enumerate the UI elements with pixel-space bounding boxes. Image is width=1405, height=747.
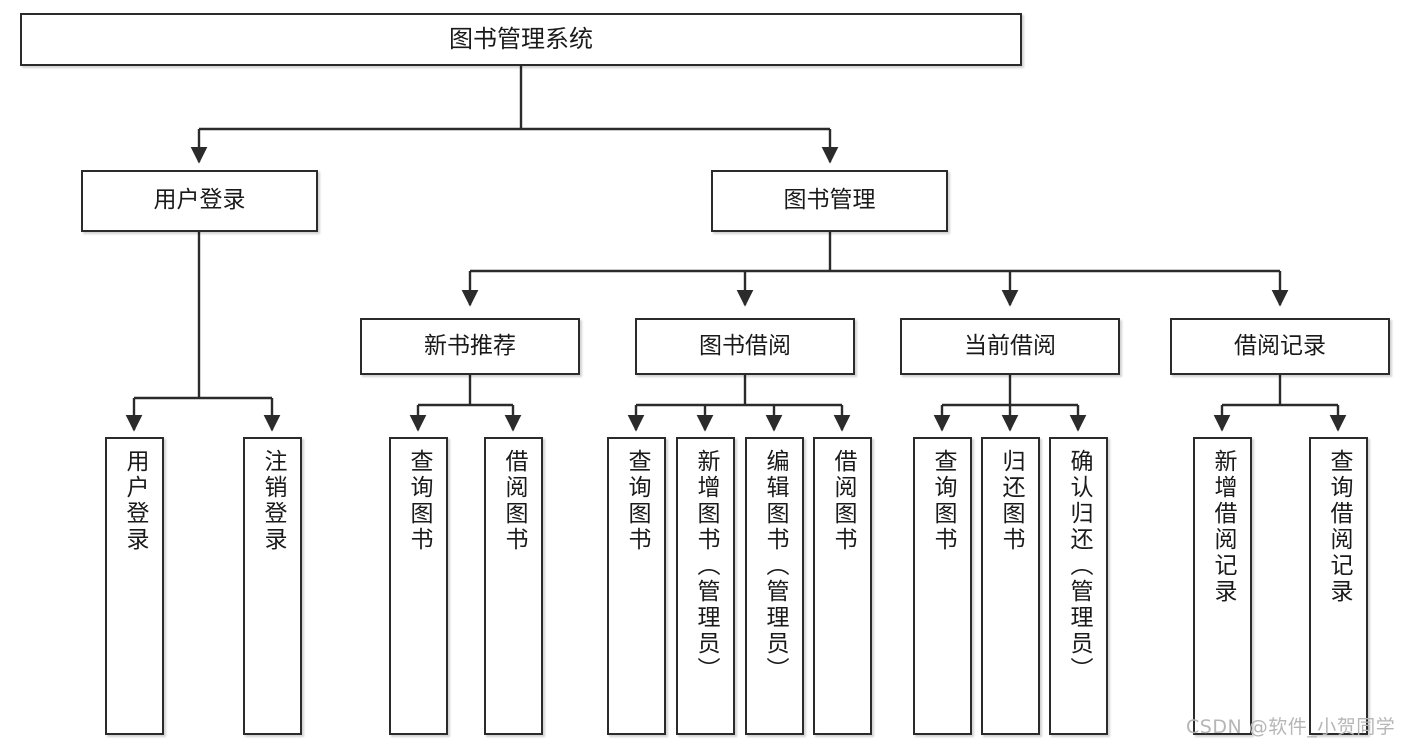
node-root[interactable]: 图书管理系统: [20, 13, 1022, 66]
leaf-new-book-query-label: 查询图书: [406, 449, 432, 553]
leaf-record-query[interactable]: 查询借阅记录: [1309, 437, 1368, 735]
node-book-management-label: 图书管理: [783, 187, 876, 214]
leaf-borrow-add-book-label: 新增图书（管理员）: [693, 449, 719, 683]
leaf-new-book-borrow[interactable]: 借阅图书: [484, 437, 543, 735]
node-borrow-record-label: 借阅记录: [1234, 332, 1326, 359]
leaf-borrow-borrow-book-label: 借阅图书: [830, 449, 856, 553]
leaf-borrow-query-book[interactable]: 查询图书: [607, 437, 666, 735]
node-user-login-label: 用户登录: [153, 187, 246, 214]
leaf-record-add[interactable]: 新增借阅记录: [1193, 437, 1252, 735]
leaf-current-confirm-return-label: 确认归还（管理员）: [1066, 449, 1092, 683]
leaf-record-add-label: 新增借阅记录: [1210, 449, 1236, 605]
leaf-current-query-book[interactable]: 查询图书: [913, 437, 972, 735]
leaf-borrow-borrow-book[interactable]: 借阅图书: [813, 437, 872, 735]
leaf-borrow-edit-book-label: 编辑图书（管理员）: [762, 449, 788, 683]
leaf-record-query-label: 查询借阅记录: [1326, 449, 1352, 605]
node-borrow-record[interactable]: 借阅记录: [1170, 318, 1390, 375]
leaf-user-login-signin[interactable]: 用户登录: [105, 437, 164, 735]
leaf-current-return-book-label: 归还图书: [998, 449, 1024, 553]
node-new-book-recommend-label: 新书推荐: [424, 332, 516, 359]
leaf-current-return-book[interactable]: 归还图书: [981, 437, 1040, 735]
leaf-user-login-signout[interactable]: 注销登录: [243, 437, 302, 735]
leaf-current-query-book-label: 查询图书: [930, 449, 956, 553]
leaf-user-login-signout-label: 注销登录: [260, 449, 286, 553]
leaf-borrow-query-book-label: 查询图书: [624, 449, 650, 553]
leaf-borrow-edit-book[interactable]: 编辑图书（管理员）: [745, 437, 804, 735]
leaf-new-book-borrow-label: 借阅图书: [501, 449, 527, 553]
node-book-management[interactable]: 图书管理: [711, 170, 948, 232]
node-current-borrow[interactable]: 当前借阅: [900, 318, 1120, 375]
leaf-current-confirm-return[interactable]: 确认归还（管理员）: [1049, 437, 1108, 735]
node-book-borrow-label: 图书借阅: [699, 332, 791, 359]
node-user-login[interactable]: 用户登录: [81, 170, 318, 232]
leaf-borrow-add-book[interactable]: 新增图书（管理员）: [676, 437, 735, 735]
leaf-new-book-query[interactable]: 查询图书: [389, 437, 448, 735]
leaf-user-login-signin-label: 用户登录: [122, 449, 148, 553]
node-book-borrow[interactable]: 图书借阅: [635, 318, 855, 375]
node-root-label: 图书管理系统: [449, 25, 593, 54]
node-current-borrow-label: 当前借阅: [964, 332, 1056, 359]
node-new-book-recommend[interactable]: 新书推荐: [360, 318, 580, 375]
